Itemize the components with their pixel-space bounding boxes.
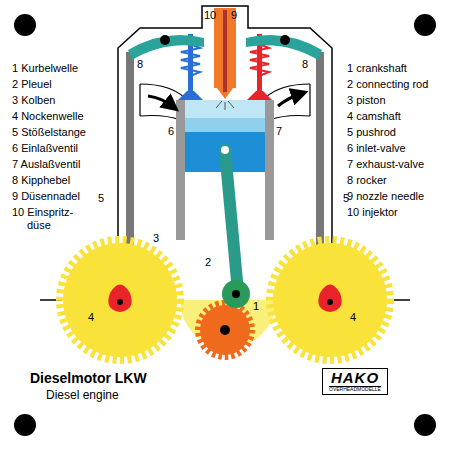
legend-entry-de: 8 Kipphebel xyxy=(12,174,70,187)
engine-housing xyxy=(118,6,332,255)
logo-subtext: OVERHEADMODELLE xyxy=(329,386,381,393)
callout-number: 7 xyxy=(276,125,282,138)
legend-entry-de: 6 Einlaßventil xyxy=(12,142,78,155)
legend-entry-en: 8 rocker xyxy=(347,174,387,187)
callout-number: 5 xyxy=(98,192,104,205)
legend-entry-de: 3 Kolben xyxy=(12,94,55,107)
legend-entry-en: 5 pushrod xyxy=(347,126,396,139)
legend-entry-en: 6 inlet-valve xyxy=(347,142,406,155)
legend-entry-de: 9 Düsennadel xyxy=(12,190,80,203)
connecting-rod xyxy=(221,146,250,308)
callout-number: 8 xyxy=(137,58,143,71)
subtitle-english: Diesel engine xyxy=(46,389,119,403)
legend-entry-en: 1 crankshaft xyxy=(347,62,407,75)
flow-arrows xyxy=(148,94,300,106)
timing-gears xyxy=(60,240,390,360)
legend-entry-en: 3 piston xyxy=(347,94,386,107)
legend-entry-en: 10 injektor xyxy=(347,206,398,219)
callout-number: 4 xyxy=(88,311,94,324)
callout-number: 9 xyxy=(231,9,237,22)
legend-entry-de: 10 Einspritz- düse xyxy=(12,206,92,231)
callout-number: 6 xyxy=(168,125,174,138)
callout-number: 8 xyxy=(302,58,308,71)
legend-entry-de: 4 Nockenwelle xyxy=(12,110,84,123)
callout-number: 1 xyxy=(253,300,259,313)
injector xyxy=(214,8,236,110)
legend-entry-en: 4 camshaft xyxy=(347,110,401,123)
legend-entry-de: 1 Kurbelwelle xyxy=(12,62,78,75)
legend-entry-de: 7 Auslaßventil xyxy=(12,158,80,171)
callout-number: 5 xyxy=(343,192,349,205)
callout-number: 10 xyxy=(204,9,216,22)
callout-number: 2 xyxy=(205,256,211,269)
legend-entry-en: 9 nozzle needle xyxy=(347,190,424,203)
rockers xyxy=(128,35,322,60)
legend-entry-en: 7 exhaust-valve xyxy=(347,158,424,171)
legend-entry-de: 5 Stößelstange xyxy=(12,126,86,139)
callout-number: 4 xyxy=(350,311,356,324)
logo-box: HAKOOVERHEADMODELLE xyxy=(322,368,388,395)
logo-text: HAKO xyxy=(329,370,381,386)
diagram-title: Dieselmotor LKW xyxy=(30,370,147,386)
legend-entry-en: 2 connecting rod xyxy=(347,78,428,91)
callout-number: 3 xyxy=(153,232,159,245)
legend-entry-de: 2 Pleuel xyxy=(12,78,52,91)
